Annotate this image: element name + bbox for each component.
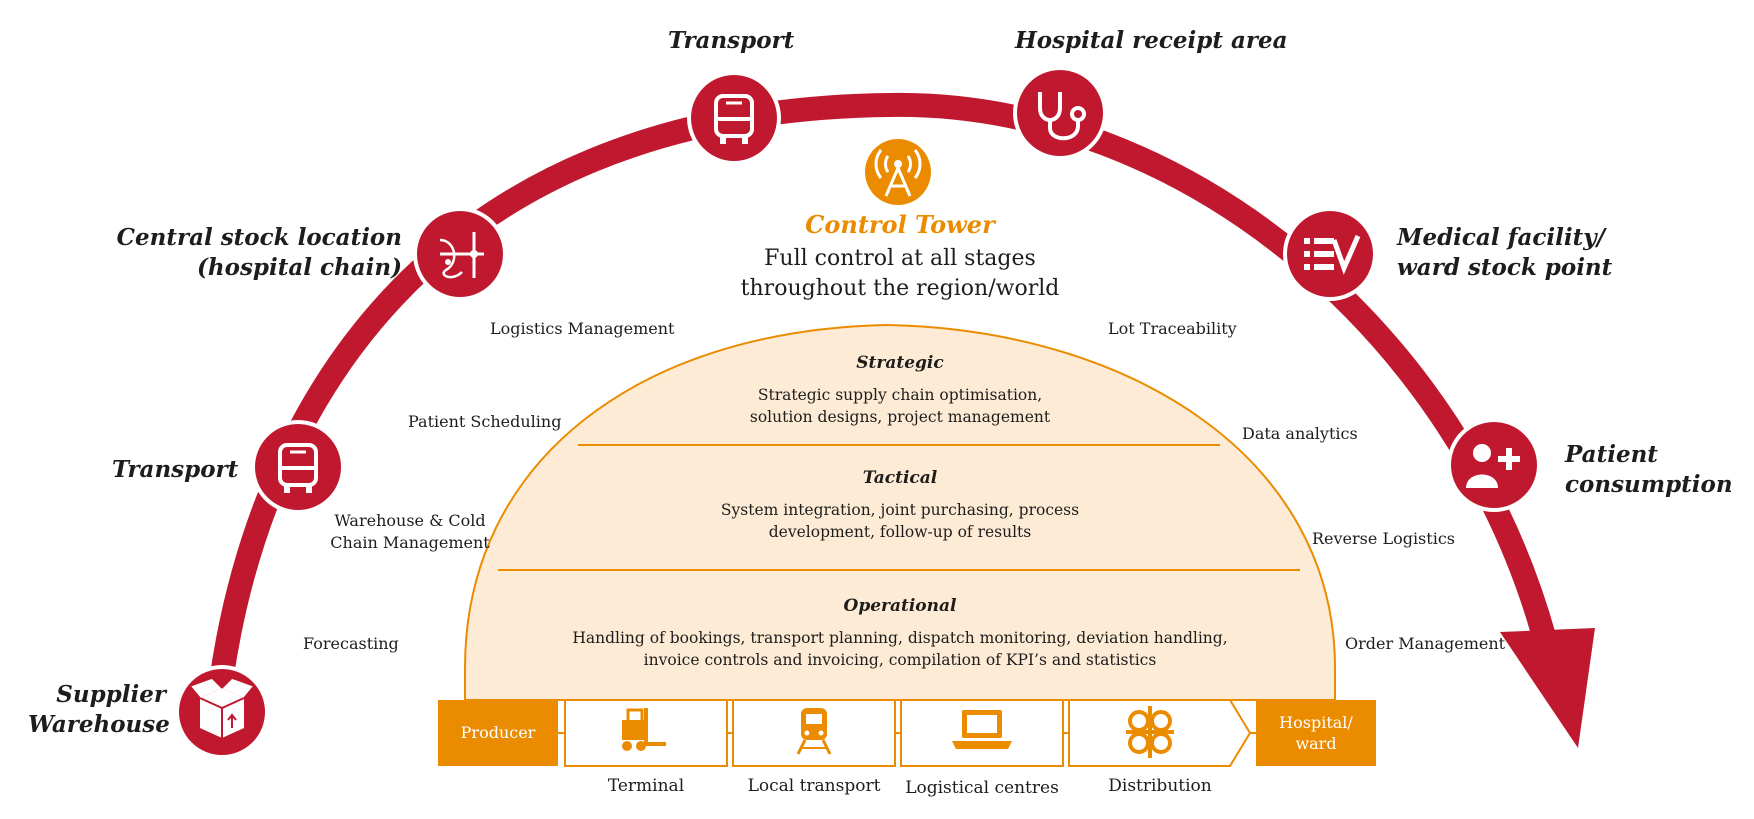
laptop-icon [952, 710, 1012, 749]
flow-producer-label: Producer [460, 723, 536, 742]
layer-tactical-title: Tactical [862, 468, 938, 488]
stage-label: Central stock location [116, 224, 402, 251]
control-dome [464, 323, 1336, 701]
service-line: Warehouse & Cold [334, 511, 486, 530]
stage-label: Medical facility/ [1397, 224, 1605, 251]
subtitle-line: Full control at all stages [764, 246, 1036, 271]
flow-terminal-label: Terminal [607, 776, 685, 796]
flow-row [438, 699, 1376, 767]
layer-line: System integration, joint purchasing, pr… [720, 501, 1080, 519]
stage-medical-facility: Medical facility/ ward stock point [1397, 223, 1612, 283]
layer-operational-title: Operational [843, 596, 957, 616]
stage-transport-top: Transport [668, 27, 795, 54]
flow-line: Hospital/ [1279, 713, 1353, 732]
flow-hospital-ward-label: Hospital/ ward [1256, 712, 1376, 754]
layer-strategic-title: Strategic [856, 353, 944, 373]
stage-label: Warehouse [28, 711, 170, 738]
layer-line: invoice controls and invoicing, compilat… [643, 651, 1157, 669]
bus-icon-top [687, 71, 781, 165]
stage-hospital-receipt: Hospital receipt area [1015, 27, 1288, 54]
service-lot-traceability: Lot Traceability [1108, 319, 1237, 338]
control-tower-subtitle: Full control at all stages throughout th… [650, 244, 1150, 304]
box-icon [175, 665, 269, 759]
hospital-ward-box [1256, 700, 1376, 766]
stage-patient-consumption: Patient consumption [1565, 440, 1733, 500]
bus-icon-left [251, 420, 345, 514]
stage-label: (hospital chain) [197, 254, 402, 281]
stage-label: Patient [1565, 441, 1658, 468]
stage-transport-left: Transport [112, 456, 239, 483]
service-data-analytics: Data analytics [1242, 424, 1358, 443]
producer-box [438, 700, 558, 766]
layer-tactical-text: System integration, joint purchasing, pr… [470, 499, 1330, 543]
subtitle-line: throughout the region/world [740, 276, 1060, 301]
patient-plus-icon [1447, 418, 1541, 512]
layer-line: Strategic supply chain optimisation, [757, 386, 1043, 404]
antenna-tower-icon [865, 139, 931, 205]
checklist-icon [1283, 207, 1377, 301]
stage-supplier-warehouse: Supplier Warehouse [28, 680, 170, 740]
service-forecasting: Forecasting [303, 634, 399, 653]
service-reverse-logistics: Reverse Logistics [1312, 529, 1455, 548]
service-order-management: Order Management [1345, 634, 1506, 653]
stage-label: Supplier [56, 681, 166, 708]
flow-logistical-centres-label: Logistical centres [905, 778, 1059, 798]
stage-label: ward stock point [1397, 254, 1613, 281]
service-warehouse-cold-chain: Warehouse & Cold Chain Management [320, 510, 500, 554]
arc-arrowhead [1500, 628, 1595, 748]
service-logistics-management: Logistics Management [490, 319, 675, 338]
stethoscope-icon [1013, 66, 1107, 160]
flow-line: ward [1295, 734, 1337, 753]
layer-operational-text: Handling of bookings, transport planning… [470, 627, 1330, 671]
service-patient-scheduling: Patient Scheduling [408, 412, 562, 431]
layer-line: solution designs, project management [749, 408, 1051, 426]
flow-distribution-label: Distribution [1108, 776, 1212, 796]
flow-local-transport-label: Local transport [747, 776, 881, 796]
forklift-icon [622, 708, 666, 751]
layer-line: Handling of bookings, transport planning… [572, 629, 1228, 647]
service-line: Chain Management [330, 533, 490, 552]
layer-strategic-text: Strategic supply chain optimisation, sol… [470, 384, 1330, 428]
route-map-icon [413, 207, 507, 301]
distribution-icon [1126, 706, 1174, 758]
control-tower-title: Control Tower [805, 210, 995, 239]
train-icon [796, 708, 832, 755]
stage-label: consumption [1565, 471, 1733, 498]
stage-central-stock: Central stock location (hospital chain) [70, 223, 402, 283]
layer-line: development, follow-up of results [768, 523, 1032, 541]
